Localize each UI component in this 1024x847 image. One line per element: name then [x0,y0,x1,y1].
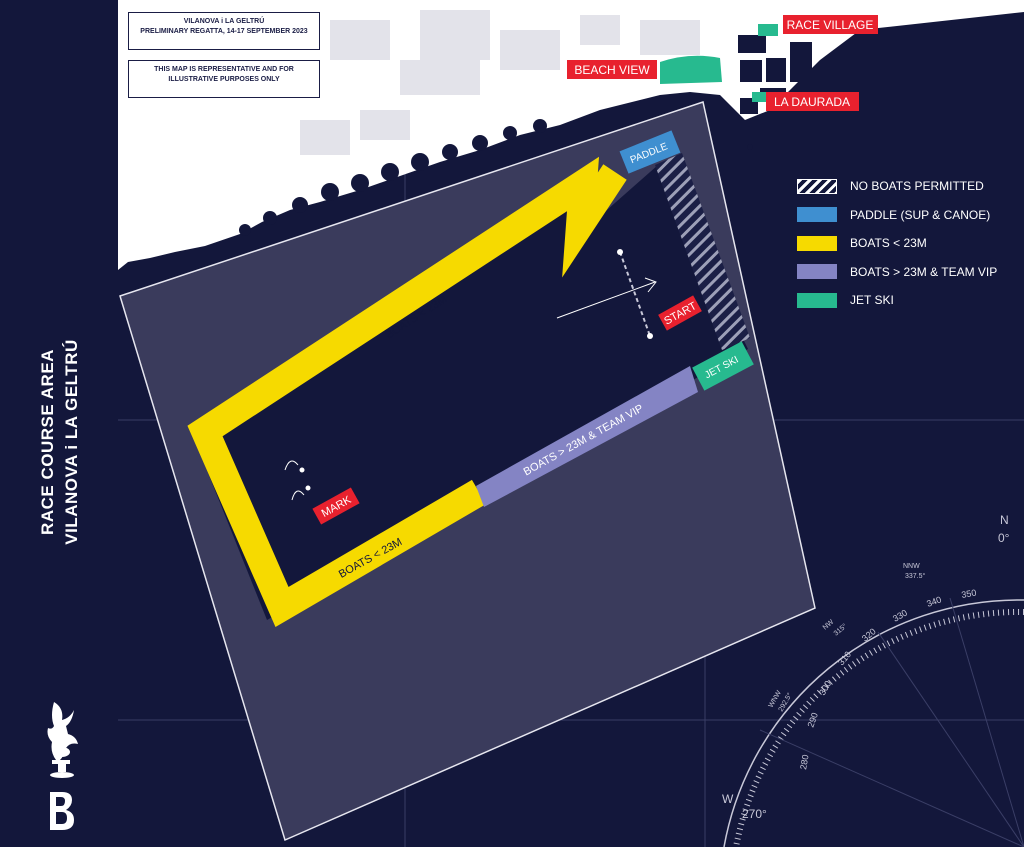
start-line [619,251,651,337]
legend-item-jet-ski: JET SKI [797,286,997,315]
legend-label: JET SKI [850,293,894,308]
course-arrow [556,277,657,319]
compass-north-letter: N [1000,513,1009,527]
legend-label: BOATS > 23M & TEAM VIP [850,264,998,279]
beach-view-label-badge: BEACH VIEW [567,60,657,79]
compass-tick-340: 340 [925,594,943,609]
trophy-logo-icon [47,702,78,830]
race-village-area [758,24,778,36]
compass-tick-350: 350 [961,588,978,600]
event-info-line1: VILANOVA i LA GELTRÚ [183,18,265,25]
mark-symbol [284,460,311,501]
event-info-box: VILANOVA i LA GELTRÚ PRELIMINARY REGATTA… [128,12,320,50]
compass-west-degree: 270° [742,807,767,821]
disclaimer-line1: THIS MAP IS REPRESENTATIVE AND FOR [154,66,294,73]
boats-under-swatch [797,235,837,251]
coastal-rocks [239,119,547,236]
side-title-line2: VILANOVA i LA GELTRÚ [62,339,81,545]
boats-vip-swatch [797,264,837,280]
side-title-line1: RACE COURSE AREA [38,349,57,535]
legend-item-boats-vip: BOATS > 23M & TEAM VIP [797,258,997,287]
legend-item-paddle: PADDLE (SUP & CANOE) [797,201,997,230]
paddle-swatch [797,207,837,223]
compass-north-degree: 0° [998,531,1010,545]
jet-ski-zone [692,341,754,391]
town-blocks [300,10,700,155]
boats-vip-band [476,366,698,507]
beach-view-area [660,55,722,84]
event-info-line2: PRELIMINARY REGATTA, 14-17 SEPTEMBER 202… [140,28,308,35]
legend-item-no-boats: NO BOATS PERMITTED [797,172,997,201]
map-legend: NO BOATS PERMITTED PADDLE (SUP & CANOE) … [797,172,997,315]
boats-under-23m-band [187,156,627,628]
la-daurada-label: LA DAURADA [774,95,850,109]
la-daurada-area [752,92,766,102]
jet-ski-swatch [797,292,837,308]
compass-nnw-degree: 337.5° [905,572,926,580]
paddle-zone [619,130,681,174]
disclaimer-box: THIS MAP IS REPRESENTATIVE AND FOR ILLUS… [128,60,320,98]
compass-west-letter: W [722,792,734,806]
beach-view-label: BEACH VIEW [574,63,650,77]
compass-nnw: NNW [903,563,920,570]
race-village-label-badge: RACE VILLAGE [783,15,878,34]
la-daurada-label-badge: LA DAURADA [766,92,859,111]
compass-tick-280: 280 [798,754,810,771]
side-title: RACE COURSE AREA VILANOVA i LA GELTRÚ [36,242,84,642]
legend-label: NO BOATS PERMITTED [850,179,984,194]
no-boats-swatch [797,178,837,194]
no-boats-zone [655,153,750,350]
legend-label: PADDLE (SUP & CANOE) [850,207,991,222]
disclaimer-line2: ILLUSTRATIVE PURPOSES ONLY [168,76,280,83]
compass-tick-290: 290 [805,711,820,729]
legend-label: BOATS < 23M [850,236,927,251]
race-village-label: RACE VILLAGE [787,18,874,32]
legend-item-boats-under: BOATS < 23M [797,229,997,258]
compass-rose [723,597,1024,847]
